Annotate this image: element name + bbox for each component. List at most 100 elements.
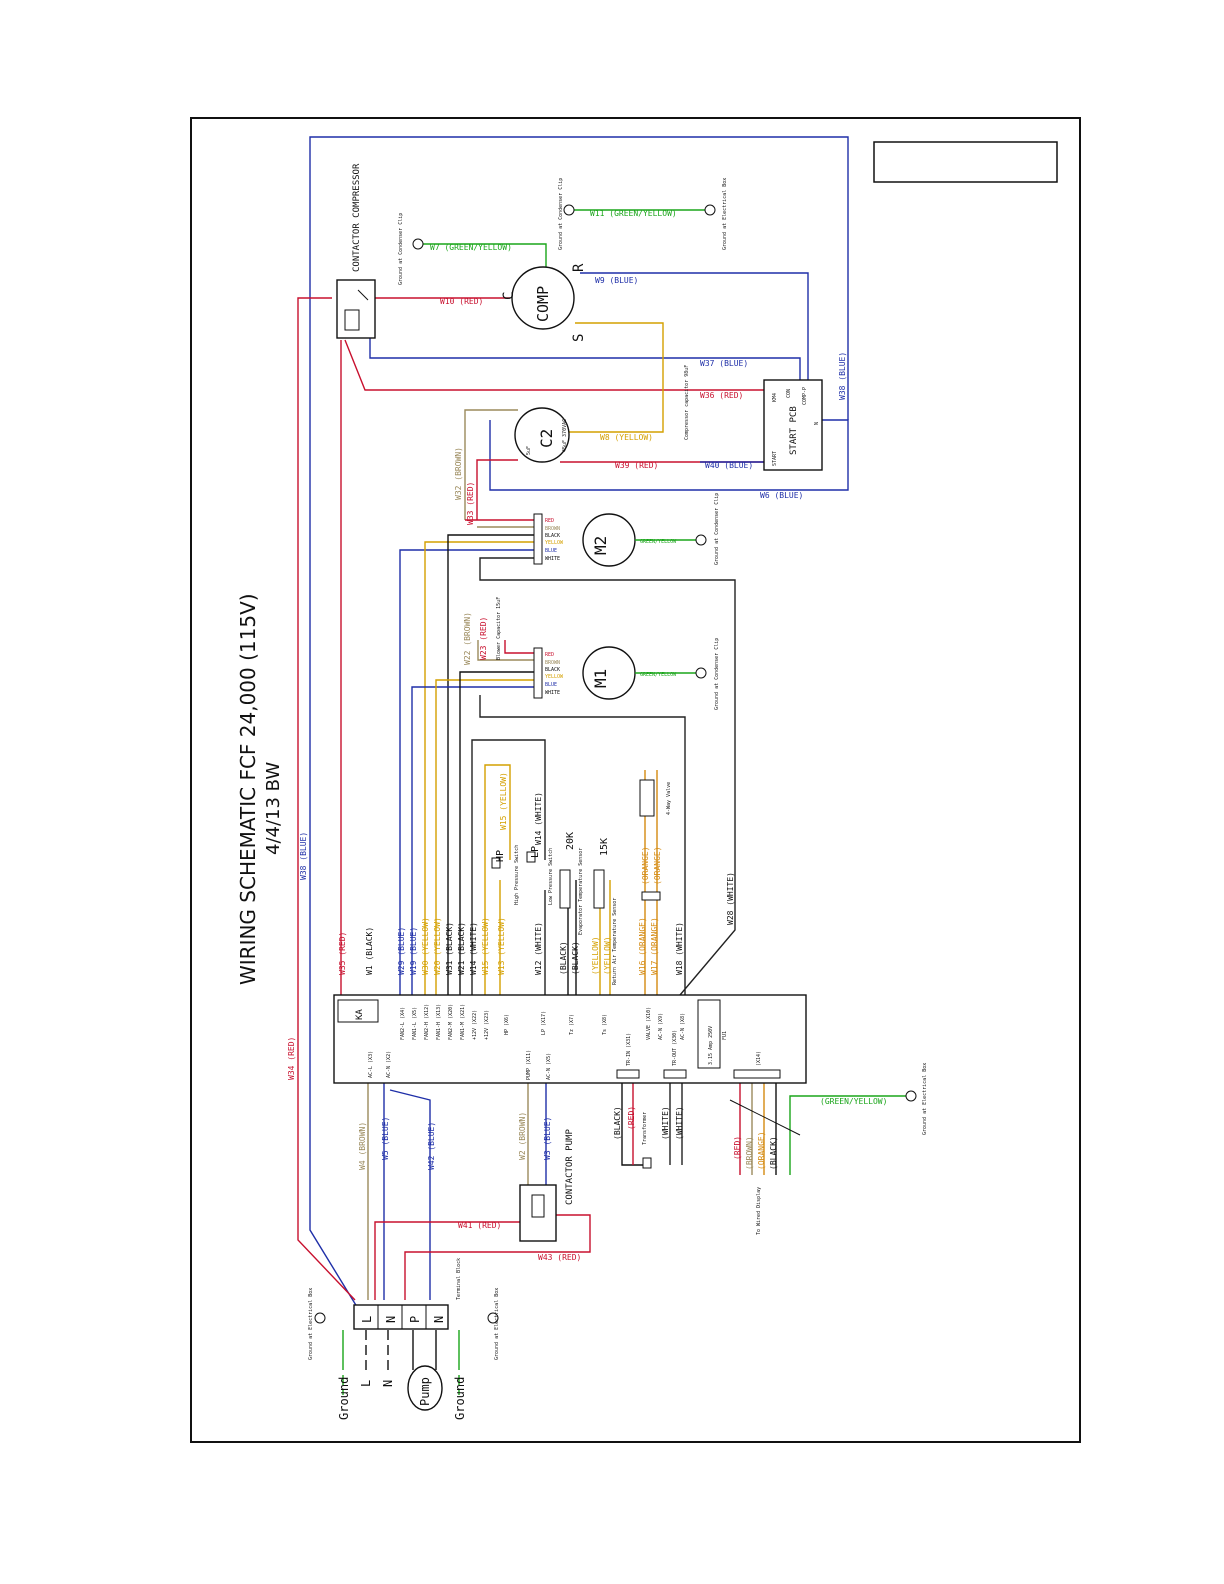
display-connector bbox=[733, 1069, 781, 1079]
label-w15: W15 (YELLOW) bbox=[481, 917, 490, 975]
transformer-label: Transformer bbox=[642, 1112, 648, 1145]
lp-desc: Low Pressure Switch bbox=[548, 848, 554, 905]
comp-r-label: R bbox=[571, 263, 587, 272]
label-w31: W31 (BLACK) bbox=[445, 922, 454, 975]
wire-w34 bbox=[297, 297, 356, 1301]
terminal-l: L bbox=[360, 1316, 374, 1323]
m2-lead-blue: BLUE bbox=[545, 548, 557, 554]
corner-title-box bbox=[873, 141, 1058, 183]
pin-ac-n-x9: AC-N (X9) bbox=[658, 1013, 664, 1040]
start-pcb-label: START PCB bbox=[789, 406, 799, 455]
main-pcb bbox=[333, 994, 807, 1084]
pump-motor bbox=[407, 1365, 443, 1411]
label-w38-top: W38 (BLUE) bbox=[838, 352, 847, 400]
wire-w42 bbox=[389, 1089, 431, 1300]
label-w7: W7 (GREEN/YELLOW) bbox=[430, 243, 512, 252]
start-pcb-pin-con: CON bbox=[786, 389, 792, 398]
return-air-sensor bbox=[593, 869, 605, 909]
wire-w22 bbox=[477, 640, 535, 661]
m2-connector bbox=[533, 513, 543, 565]
ground-icon-right bbox=[487, 1312, 499, 1324]
label-w12: W12 (WHITE) bbox=[534, 922, 543, 975]
label-w21: W21 (BLACK) bbox=[457, 922, 466, 975]
label-w43: W43 (RED) bbox=[538, 1253, 581, 1262]
four-way-valve bbox=[639, 779, 655, 817]
m2-lead-labels: RED BROWN BLACK YELLOW BLUE WHITE bbox=[545, 518, 564, 562]
m2-lead-yellow: YELLOW bbox=[545, 540, 564, 546]
pin-fan2-h: FAN2-H (X12) bbox=[424, 1004, 430, 1040]
start-pcb-pin-start: START bbox=[772, 451, 778, 466]
c2-fan-rating: 5uF bbox=[526, 446, 532, 455]
to-wired-display: To Wired Display bbox=[756, 1187, 762, 1235]
ground-label-m2: Ground at Condenser Clip bbox=[714, 493, 720, 565]
label-w20: W20 (YELLOW) bbox=[433, 917, 442, 975]
terminal-n2: N bbox=[432, 1316, 446, 1323]
wire-m1-white bbox=[479, 695, 686, 995]
wire-w14 bbox=[471, 739, 546, 995]
pin-ac-n-x5: AC-N (X5) bbox=[546, 1053, 552, 1080]
wire-w38 bbox=[309, 136, 849, 1321]
label-w28: W28 (WHITE) bbox=[726, 872, 735, 925]
wire-labels: W38 (BLUE) W38 (BLUE) W34 (RED) W35 (RED… bbox=[287, 209, 887, 1262]
pin-hp: HP (X6) bbox=[504, 1014, 510, 1035]
ground-label-w7: Ground at Condenser Clip bbox=[398, 213, 404, 285]
start-pcb-pin-n: N bbox=[814, 422, 820, 425]
hp-desc: High Pressure Switch bbox=[514, 845, 520, 905]
label-gnd-green: (GREEN/YELLOW) bbox=[820, 1097, 887, 1106]
label-valve-orange: (ORANGE) bbox=[641, 846, 650, 885]
m2-lead-white: WHITE bbox=[545, 556, 560, 562]
wire-w36 bbox=[344, 339, 764, 391]
label-w23: W23 (RED) bbox=[479, 617, 488, 660]
label-w8: W8 (YELLOW) bbox=[600, 433, 653, 442]
label-w5: W5 (BLUE) bbox=[381, 1117, 390, 1160]
m2-lead-brown: BROWN bbox=[545, 526, 560, 532]
wire-w30 bbox=[424, 541, 535, 995]
wire-w19 bbox=[411, 686, 535, 995]
label-w1: W1 (BLACK) bbox=[365, 927, 374, 975]
label-w9: W9 (BLUE) bbox=[595, 276, 638, 285]
contactor-pump bbox=[519, 1184, 557, 1242]
fuse-id: FU1 bbox=[722, 1031, 728, 1040]
start-pcb bbox=[763, 379, 823, 471]
ground-icon-left bbox=[314, 1312, 326, 1324]
contactor-compressor bbox=[336, 279, 376, 339]
label-tr-black: (BLACK) bbox=[613, 1106, 622, 1140]
label-w14: W14 (WHITE) bbox=[469, 922, 478, 975]
wire-w20 bbox=[435, 679, 535, 995]
label-w15-top: W15 (YELLOW) bbox=[499, 772, 508, 830]
contactor-compressor-label: CONTACTOR COMPRESSOR bbox=[352, 163, 362, 272]
pin-tr-in: TR-IN (X31) bbox=[626, 1033, 632, 1066]
diagram-subtitle: 4/4/13 BW bbox=[263, 762, 284, 855]
m1-label: M1 bbox=[591, 669, 610, 688]
m1-lead-yellow: YELLOW bbox=[545, 674, 564, 680]
m2-label: M2 bbox=[591, 536, 610, 555]
c2-rating: 45uF 370VAC bbox=[562, 419, 568, 452]
m1-lead-brown: BROWN bbox=[545, 660, 560, 666]
m2-lead-red: RED bbox=[545, 518, 554, 524]
label-w14-top: W14 (WHITE) bbox=[534, 792, 543, 845]
ground-icons bbox=[314, 204, 917, 1324]
ground-label-left: Ground at Electrical Box bbox=[308, 1288, 314, 1360]
valve-connector bbox=[641, 891, 661, 901]
label-w17: W17 (ORANGE) bbox=[650, 917, 659, 975]
pin-ac-n: AC-N (X2) bbox=[386, 1051, 392, 1078]
ka-label: KA bbox=[355, 1009, 365, 1020]
supply-n: N bbox=[381, 1380, 395, 1387]
start-pcb-pin-comp: COMP-P bbox=[802, 387, 808, 405]
transformer bbox=[642, 1157, 652, 1169]
label-valve-orange2: (ORANGE) bbox=[653, 846, 662, 885]
label-w29: W29 (BLUE) bbox=[397, 927, 406, 975]
ground-icon-w7 bbox=[412, 238, 424, 250]
pin-lp: LP (X17) bbox=[541, 1011, 547, 1035]
wire-w21 bbox=[459, 671, 535, 995]
evap-sensor-label: Evaporator Temperature Sensor bbox=[578, 848, 584, 935]
hp-label: HP bbox=[495, 850, 506, 862]
label-w22: W22 (BROWN) bbox=[463, 612, 472, 665]
return-sensor-label: Return Air Temperature Sensor bbox=[612, 898, 618, 985]
m1-lead-white: WHITE bbox=[545, 690, 560, 696]
contactor-pump-coil bbox=[531, 1194, 545, 1218]
wire-w33 bbox=[476, 459, 518, 520]
ground-icon-display bbox=[905, 1090, 917, 1102]
label-w3: W3 (BLUE) bbox=[543, 1117, 552, 1160]
